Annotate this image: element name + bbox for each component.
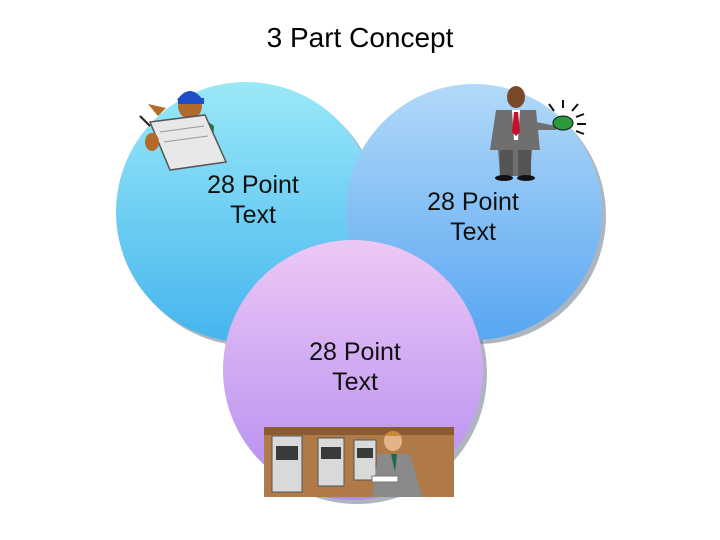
circle-label-right: 28 Point Text (388, 187, 558, 247)
circle-label-left-line2: Text (230, 201, 276, 229)
circle-label-left: 28 Point Text (168, 170, 338, 230)
circle-label-bottom-line1: 28 Point (309, 338, 401, 366)
circle-label-bottom-line2: Text (332, 368, 378, 396)
circle-label-right-line2: Text (450, 218, 496, 246)
slide-title: 3 Part Concept (266, 22, 454, 53)
worker-clipboard-icon (139, 91, 228, 171)
businessman-device-icon (490, 86, 586, 181)
circle-label-right-line1: 28 Point (427, 188, 519, 216)
circle-label-left-line1: 28 Point (207, 171, 299, 199)
circle-label-bottom: 28 Point Text (270, 337, 440, 397)
kiosk-businessman-icon (264, 427, 454, 497)
